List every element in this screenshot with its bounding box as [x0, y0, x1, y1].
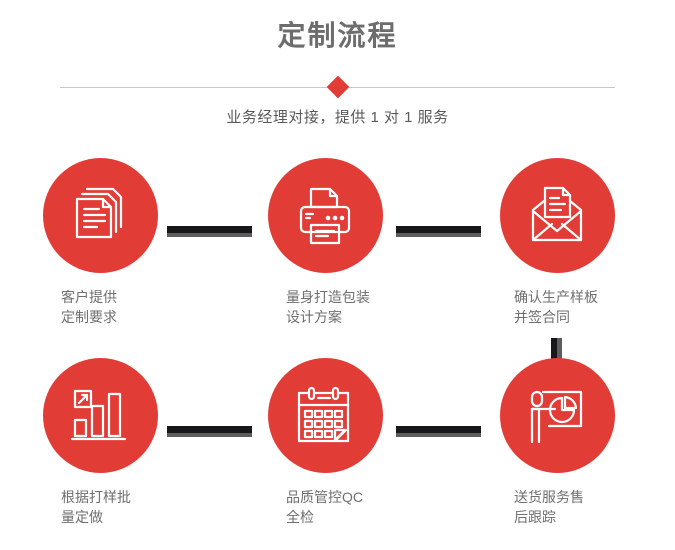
title-divider [0, 75, 675, 100]
process-step-4[interactable]: 根据打样批 量定做 [25, 340, 175, 527]
step-5-label: 品质管控QC 全检 [286, 489, 363, 525]
connector-bar-gray [396, 433, 481, 437]
process-step-2[interactable]: 量身打造包装 设计方案 [250, 140, 400, 327]
page-subtitle: 业务经理对接，提供 1 对 1 服务 [226, 109, 449, 126]
step-2-label: 量身打造包装 设计方案 [286, 289, 370, 325]
step-5-icon-circle [267, 358, 383, 473]
documents-stack-icon [69, 185, 131, 247]
step-1-label: 客户提供 定制要求 [61, 289, 117, 325]
connector-arrow-3 [167, 426, 252, 437]
step-4-label: 根据打样批 量定做 [61, 489, 131, 525]
header: 定制流程 业务经理对接，提供 1 对 1 服务 [0, 0, 675, 127]
connector-bar-gray [396, 233, 481, 237]
process-row-1: 客户提供 定制要求 [0, 140, 675, 373]
bar-chart-growth-icon [69, 387, 131, 445]
step-3-icon-circle [499, 158, 615, 273]
connector-arrow-1 [167, 226, 252, 237]
connector-bar-dark [167, 426, 252, 433]
presenter-piechart-icon [525, 386, 589, 446]
connector-bar-gray [557, 338, 562, 373]
step-4-icon-circle [42, 358, 158, 473]
step-6-label: 送货服务售 后跟踪 [514, 489, 584, 525]
connector-bar-dark [551, 338, 557, 373]
process-step-3[interactable]: 确认生产样板 并签合同 [482, 140, 632, 327]
page-title: 定制流程 [277, 20, 398, 51]
step-1-icon-circle [42, 158, 158, 273]
step-6-icon-circle [499, 358, 615, 473]
process-step-6[interactable]: 送货服务售 后跟踪 [482, 340, 632, 527]
step-2-icon-circle [267, 158, 383, 273]
connector-bar-dark [167, 226, 252, 233]
diamond-icon [326, 75, 349, 99]
connector-arrow-vertical [551, 338, 562, 373]
connector-arrow-4 [396, 426, 481, 437]
process-row-2: 根据打样批 量定做 [0, 340, 675, 535]
connector-arrow-2 [396, 226, 481, 237]
connector-bar-gray [167, 233, 252, 237]
process-step-5[interactable]: 品质管控QC 全检 [250, 340, 400, 527]
connector-bar-dark [396, 426, 481, 433]
printer-icon [293, 185, 357, 247]
connector-bar-gray [167, 433, 252, 437]
step-3-label: 确认生产样板 并签合同 [514, 289, 598, 325]
process-step-1[interactable]: 客户提供 定制要求 [25, 140, 175, 327]
calendar-check-icon [294, 386, 356, 446]
process-flow: 客户提供 定制要求 [0, 140, 675, 535]
envelope-letter-icon [525, 186, 589, 246]
connector-bar-dark [396, 226, 481, 233]
